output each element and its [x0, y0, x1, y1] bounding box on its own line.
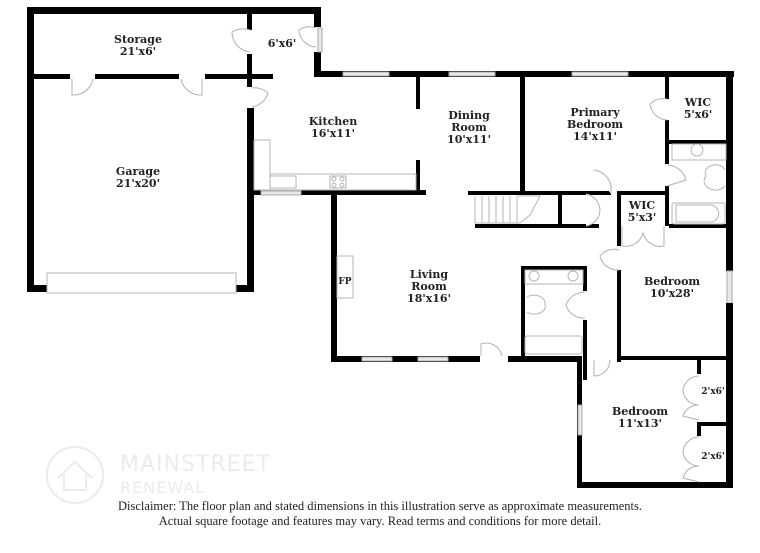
kitchen-dims: 16'x11': [311, 127, 355, 140]
dining-label: Dining Room 10'x11': [447, 110, 491, 146]
wic-small-label: WIC 5'x3': [628, 200, 657, 224]
living-dims: 18'x16': [407, 292, 451, 305]
garage-name: Garage: [115, 165, 161, 178]
logo-sub-text: RENEWAL: [120, 478, 206, 497]
closet-a-label: 2'x6': [701, 387, 724, 397]
logo-main-text: MAINSTREET: [120, 452, 271, 477]
kitchen-name: Kitchen: [308, 115, 358, 128]
primary-bedroom-name-1: Primary: [570, 106, 620, 119]
closet-a-dims: 2'x6': [701, 387, 725, 397]
storage-doors: [71, 26, 323, 108]
dining-name-1: Dining: [448, 109, 490, 122]
wic-small-name: WIC: [628, 199, 656, 212]
kitchen-label: Kitchen 16'x11': [309, 116, 358, 140]
garage-dims: 21'x20': [116, 177, 160, 190]
closet-b-dims: 2'x6': [701, 452, 725, 462]
watermark-logo: MAINSTREET RENEWAL: [44, 444, 304, 504]
dining-name-2: Room: [451, 121, 487, 134]
bedroom-3-label: Bedroom 11'x13': [612, 406, 668, 430]
storage-dims: 21'x6': [119, 45, 157, 58]
living-name-1: Living: [409, 268, 449, 281]
closet-b-label: 2'x6': [701, 452, 724, 462]
closet-6x6-dims: 6'x6': [267, 37, 297, 50]
storage-label: Storage 21'x6': [114, 34, 162, 58]
fireplace-text: FP: [338, 277, 352, 287]
primary-bedroom-name-2: Bedroom: [566, 118, 624, 131]
garage-label: Garage 21'x20': [116, 166, 160, 190]
disclaimer-line-1: Disclaimer: The floor plan and stated di…: [118, 499, 642, 513]
dining-dims: 10'x11': [447, 133, 491, 146]
living-name-2: Room: [411, 280, 447, 293]
storage-name: Storage: [114, 33, 162, 46]
main-walls: [253, 71, 734, 488]
bedroom-3-dims: 11'x13': [618, 417, 662, 430]
wic-small-dims: 5'x3': [627, 211, 657, 224]
primary-bedroom-dims: 14'x11': [573, 130, 617, 143]
wic-primary-label: WIC 5'x6': [684, 97, 713, 121]
wic-primary-name: WIC: [684, 96, 712, 109]
bedroom-2-label: Bedroom 10'x28': [644, 276, 700, 300]
primary-bedroom-label: Primary Bedroom 14'x11': [567, 107, 623, 143]
logo-icon: [46, 446, 104, 504]
garage-walls: [27, 7, 344, 294]
living-label: Living Room 18'x16': [407, 269, 451, 305]
wic-primary-dims: 5'x6': [683, 108, 713, 121]
disclaimer-line-2: Actual square footage and features may v…: [158, 514, 602, 528]
bedroom-3-name: Bedroom: [611, 405, 669, 418]
fireplace-label: FP: [338, 277, 351, 287]
closet-6x6-label: 6'x6': [268, 38, 297, 50]
disclaimer: Disclaimer: The floor plan and stated di…: [0, 499, 760, 529]
bedroom-2-name: Bedroom: [643, 275, 701, 288]
bedroom-2-dims: 10'x28': [650, 287, 694, 300]
